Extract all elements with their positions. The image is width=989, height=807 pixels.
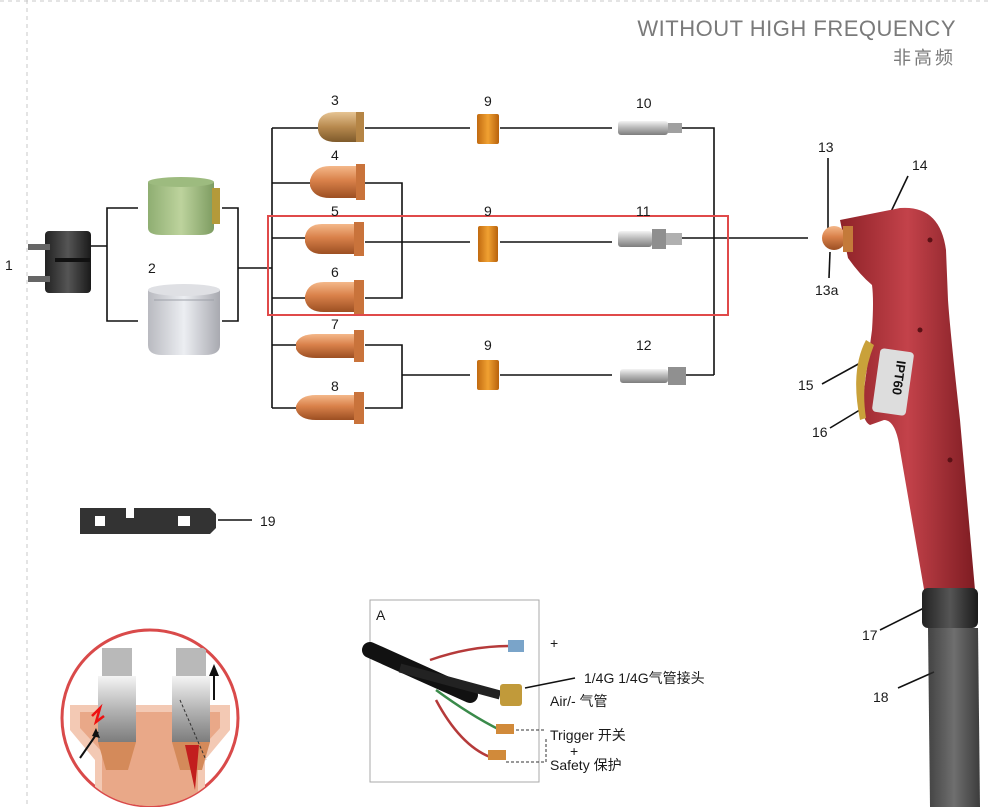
swirl-ring-9-bottom [477, 360, 499, 390]
nozzle-8 [296, 392, 364, 424]
part-label-17: 17 [862, 627, 878, 643]
connector-lines [90, 127, 935, 689]
part-label-18: 18 [873, 689, 889, 705]
highlight-box [267, 215, 729, 316]
nozzle-4 [310, 164, 365, 200]
part-label-2: 2 [148, 260, 156, 276]
inset-fitting-label: 1/4G 1/4G气管接头 [584, 670, 705, 686]
part-label-13a: 13a [815, 282, 839, 298]
nozzle-3 [318, 112, 364, 142]
part-label-4: 4 [331, 147, 339, 163]
part-label-13: 13 [818, 139, 834, 155]
part-label-9-bottom: 9 [484, 337, 492, 353]
torch-body: IPT60 [822, 207, 980, 807]
part-label-6: 6 [331, 264, 339, 280]
inset-tag: A [376, 607, 386, 623]
inset-trigger-label: Trigger 开关 [550, 727, 626, 743]
part-label-7: 7 [331, 316, 339, 332]
inset-a-wiring: A [362, 599, 540, 783]
part-label-14: 14 [912, 157, 928, 173]
electrode-12 [620, 367, 686, 385]
part-label-1: 1 [5, 257, 13, 273]
electrode-wear-detail [60, 628, 240, 807]
header-title: WITHOUT HIGH FREQUENCY [637, 16, 956, 41]
swirl-ring-part [28, 231, 91, 293]
inset-plus2-label: + [570, 743, 578, 759]
part-label-3: 3 [331, 92, 339, 108]
nozzle-7 [296, 330, 364, 362]
part-label-19: 19 [260, 513, 276, 529]
nozzle-6 [305, 280, 364, 314]
inset-safety-label: Safety 保护 [550, 757, 622, 773]
retaining-cap-green [148, 177, 220, 235]
torch-model-label: IPT60 [889, 360, 909, 396]
part-label-11: 11 [636, 203, 651, 219]
part-labels: 1 2 3 4 5 6 7 8 9 9 9 10 11 12 13 13a 14… [5, 92, 928, 705]
part-label-8: 8 [331, 378, 339, 394]
part-label-9-top: 9 [484, 93, 492, 109]
header-subtitle: 非高频 [893, 48, 956, 69]
swirl-ring-9-top [477, 114, 499, 144]
nozzle-5 [305, 222, 364, 256]
part-label-5: 5 [331, 203, 339, 219]
part-label-12: 12 [636, 337, 652, 353]
inset-air-label: Air/- 气管 [550, 693, 608, 709]
electrode-10 [618, 121, 682, 135]
electrode-11 [618, 229, 682, 249]
part-label-16: 16 [812, 424, 828, 440]
part-label-9-middle: 9 [484, 203, 492, 219]
inset-plus-label: + [550, 635, 558, 651]
swirl-ring-9-middle [478, 226, 498, 262]
retaining-cap-grey [148, 284, 220, 355]
spanner-tool-19 [80, 508, 216, 534]
part-label-10: 10 [636, 95, 652, 111]
part-label-15: 15 [798, 377, 814, 393]
